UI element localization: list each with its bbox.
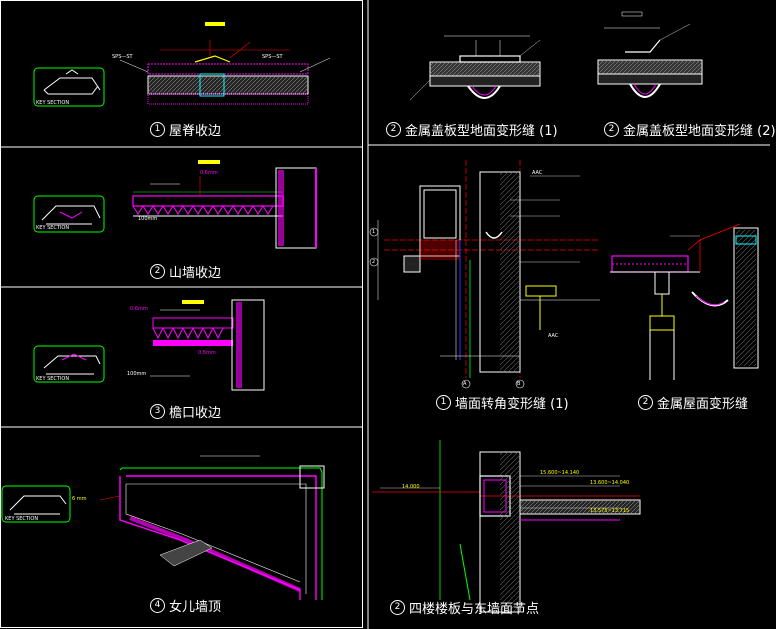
caption-parapet: 4 女儿墙顶 [150,596,221,615]
axis-label-2: 2 [372,259,376,265]
panel-9-floor-wall-node [372,440,641,613]
key-section-box [33,67,105,107]
detail-number-badge: 1 [436,395,451,410]
parapet-dimension: 6 mm [72,496,87,502]
caption-text: 山墙收边 [169,266,222,281]
panel-4-parapet-detail [1,455,325,600]
caption-text: 金属盖板型地面变形缝 (2) [623,124,776,139]
caption-text: 墙面转角变形缝 (1) [455,397,569,412]
caption-gable: 2 山墙收边 [150,262,221,281]
floor-elevation-1: 14.000 [402,484,420,490]
panel-6-floor-joint-2 [597,11,703,98]
detail-number-badge: 3 [150,404,165,419]
floor-elevation-3: 13.600~14.040 [590,480,630,486]
detail-number-badge: 2 [390,600,405,615]
caption-floor-wall-node: 2 四楼楼板与东墙面节点 [390,598,539,617]
key-section-box [1,485,71,523]
panel-7-wall-corner-joint [369,160,600,389]
gable-thickness-note: 0.6mm [200,170,218,176]
caption-text: 四楼楼板与东墙面节点 [409,602,540,617]
panel-2-gable-detail [33,160,317,249]
panel-8-metal-roof-joint [610,223,759,380]
key-section-box [33,345,105,383]
caption-text: 檐口收边 [169,406,222,421]
axis-label-1: 1 [372,229,376,235]
detail-number-badge: 2 [150,264,165,279]
eave-thickness-top: 0.6mm [130,306,148,312]
caption-floor-joint-2: 2 金属盖板型地面变形缝 (2) [604,120,776,139]
axis-label-a: A [463,381,467,387]
panel-5-floor-joint-1 [409,35,541,101]
caption-text: 女儿墙顶 [169,600,222,615]
caption-text: 金属盖板型地面变形缝 (1) [405,124,558,139]
key-section-label-4: KEY SECTION [5,516,39,522]
ridge-left-note: SPS—ST [112,54,133,60]
caption-text: 屋脊收边 [169,124,222,139]
gable-dimension: 100mm [138,216,158,222]
detail-number-badge: 2 [638,395,653,410]
caption-eave: 3 檐口收边 [150,402,221,421]
key-section-label-1: KEY SECTION [36,100,70,106]
key-section-label-2: KEY SECTION [36,225,70,231]
floor-elevation-2: 15.600~14.140 [540,470,580,476]
axis-label-b: B [517,381,521,387]
detail-number-badge: 2 [386,122,401,137]
wall-aac-top: AAC [532,170,543,176]
caption-ridge: 1 屋脊收边 [150,120,221,139]
detail-number-badge: 2 [604,122,619,137]
wall-aac-bottom: AAC [548,333,559,339]
caption-wall-corner-joint: 1 墙面转角变形缝 (1) [436,393,569,412]
eave-dimension: 100mm [127,371,147,377]
key-section-box [33,195,105,233]
detail-number-badge: 1 [150,122,165,137]
floor-elevation-4: 13.575~13.715 [590,508,630,514]
caption-metal-roof-joint: 2 金属屋面变形缝 [638,393,748,412]
detail-number-badge: 4 [150,598,165,613]
caption-floor-joint-1: 2 金属盖板型地面变形缝 (1) [386,120,558,139]
panel-1-ridge-detail [33,22,331,107]
key-section-label-3: KEY SECTION [36,376,70,382]
caption-text: 金属屋面变形缝 [657,397,749,412]
eave-thickness-mid: 0.8mm [198,350,216,356]
ridge-right-note: SPS—ST [262,54,283,60]
panel-3-eave-detail [33,299,265,391]
